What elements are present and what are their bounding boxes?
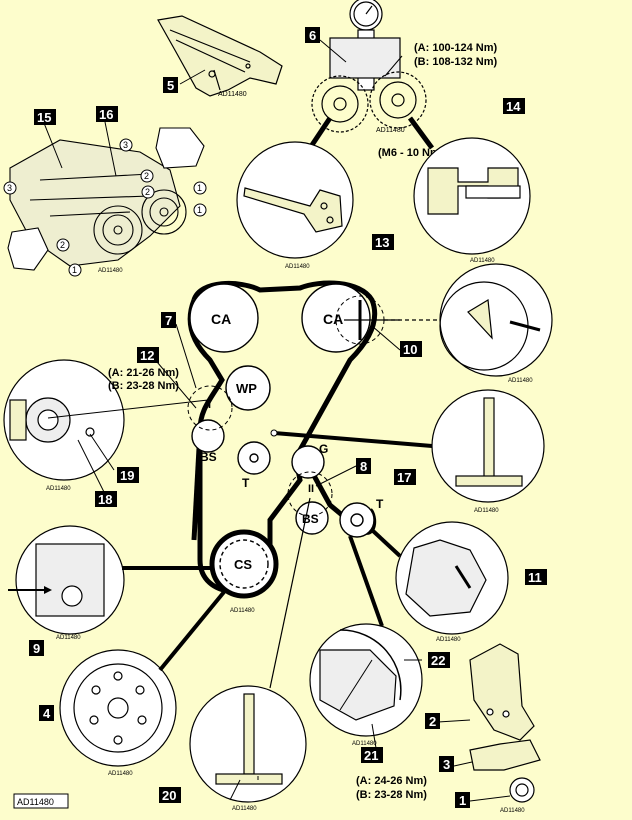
- ref-code-13: AD11480: [285, 264, 310, 270]
- tool-circle-14: [413, 137, 531, 255]
- pulley-water-pump: WP: [236, 381, 257, 396]
- detail-circle-11: [395, 521, 509, 635]
- detail-circle-10: [439, 263, 553, 377]
- callout-17: 17: [397, 470, 411, 485]
- pulley-crankshaft: CS: [234, 557, 252, 572]
- detail-circle-9: [15, 525, 125, 635]
- callout-12: 12: [140, 348, 154, 363]
- torque-item1-a: (A: 24-26 Nm): [356, 775, 427, 787]
- leader-lines: [41, 117, 511, 802]
- pulley-ca-left: CA: [211, 311, 231, 327]
- callout-13: 13: [375, 235, 389, 250]
- bracket-assembly: [469, 643, 541, 803]
- engine-mark-a: 3: [123, 140, 128, 150]
- camshaft-sprockets-top: [311, 0, 427, 133]
- callout-4: 4: [43, 706, 51, 721]
- pulley-guide: G: [319, 442, 328, 456]
- detail-circle-18: [3, 359, 125, 481]
- figure-label-box: [13, 793, 69, 809]
- torque-item6-b: (B: 108-132 Nm): [414, 56, 497, 68]
- callout-7: 7: [165, 313, 172, 328]
- torque-item12-b: (B: 23-28 Nm): [108, 380, 179, 392]
- callout-22: 22: [431, 653, 445, 668]
- engine-cylinder-head: [7, 127, 205, 271]
- callout-3: 3: [443, 757, 450, 772]
- engine-mark-d: 1: [197, 205, 202, 215]
- detail-circle-21: [309, 623, 423, 737]
- tool-circle-20: [189, 685, 307, 803]
- ref-code-4: AD11480: [108, 771, 133, 777]
- callout-boxes: 1 2 3 4 5 6 7 8 9 10 11 12 13 14 15 16 1…: [29, 27, 547, 808]
- callout-14: 14: [506, 99, 521, 114]
- ref-code-5: AD11480: [218, 91, 247, 98]
- callout-9: 9: [33, 641, 40, 656]
- callout-1: 1: [459, 793, 466, 808]
- callout-6: 6: [309, 28, 316, 43]
- engine-mark-h: 2: [60, 240, 65, 250]
- ref-code-engine: AD11480: [98, 268, 123, 274]
- tool-circle-17: [431, 389, 545, 503]
- ref-code-10: AD11480: [508, 378, 533, 384]
- ref-code-belt: AD11480: [230, 608, 255, 614]
- callout-18: 18: [98, 492, 112, 507]
- ref-code-11: AD11480: [436, 637, 461, 643]
- pulley-ca-right: CA: [323, 311, 343, 327]
- callout-15: 15: [37, 110, 51, 125]
- roman-lower: II: [308, 483, 314, 495]
- engine-mark-g: 1: [72, 265, 77, 275]
- figure-label: AD11480: [17, 797, 54, 807]
- callout-11: 11: [528, 570, 542, 585]
- ref-code-1: AD11480: [500, 808, 525, 814]
- engine-mark-c: 1: [197, 183, 202, 193]
- crank-pulley-4: [59, 649, 177, 767]
- ref-code-9: AD11480: [56, 635, 81, 641]
- engine-mark-b: 2: [144, 171, 149, 181]
- torque-item1-b: (B: 23-28 Nm): [356, 789, 427, 801]
- callout-5: 5: [167, 78, 174, 93]
- engine-mark-e: 2: [145, 187, 150, 197]
- tool-circle-13: [236, 141, 354, 259]
- ref-code-17: AD11480: [474, 508, 499, 514]
- cylinder-head-cover: [157, 15, 283, 97]
- ref-code-18: AD11480: [46, 486, 71, 492]
- callout-16: 16: [99, 107, 113, 122]
- callout-2: 2: [429, 714, 436, 729]
- torque-m6: (M6 - 10 Nm): [378, 147, 444, 159]
- pulley-bs-upper: BS: [200, 450, 217, 464]
- ref-code-21: AD11480: [352, 741, 377, 747]
- ref-code-6: AD11480: [376, 127, 405, 134]
- ref-code-14: AD11480: [470, 258, 495, 264]
- callout-21: 21: [364, 748, 378, 763]
- callout-8: 8: [360, 459, 367, 474]
- pulley-t-upper: T: [242, 476, 250, 490]
- engine-numbered-marks: [3, 138, 207, 277]
- torque-item6-a: (A: 100-124 Nm): [414, 42, 497, 54]
- callout-19: 19: [120, 468, 134, 483]
- callout-10: 10: [403, 342, 417, 357]
- engine-mark-f: 3: [7, 183, 12, 193]
- pulleys: [189, 283, 375, 599]
- pulley-t-lower: T: [376, 497, 384, 511]
- torque-item12-a: (A: 21-26 Nm): [108, 367, 179, 379]
- callout-20: 20: [162, 788, 176, 803]
- roman-upper: II: [205, 399, 211, 411]
- ref-code-20: AD11480: [232, 806, 257, 812]
